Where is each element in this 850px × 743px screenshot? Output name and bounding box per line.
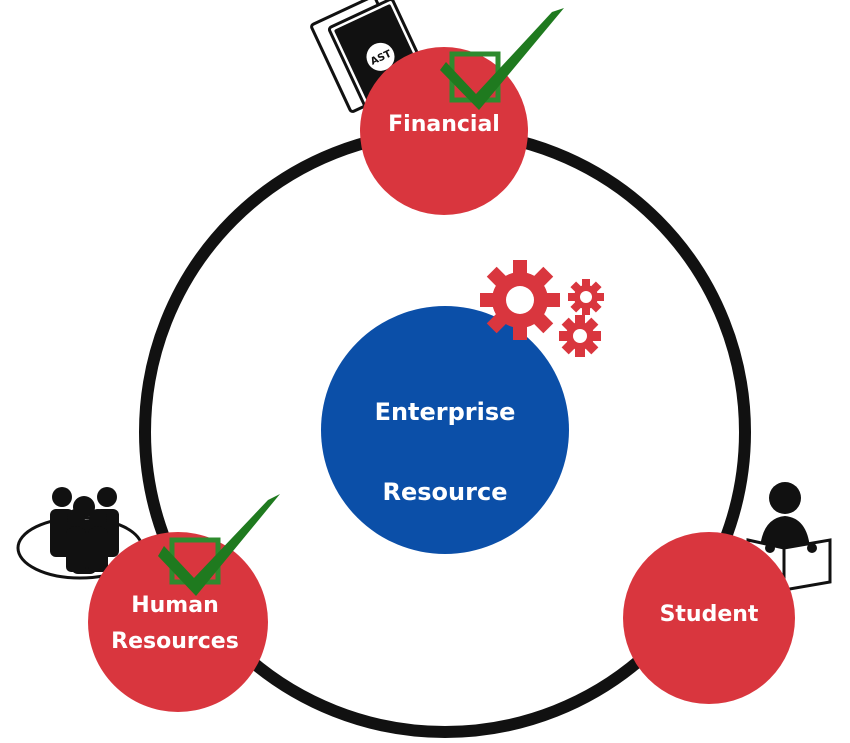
erp-center-node <box>321 306 569 554</box>
hr-check-icon <box>158 494 280 596</box>
erp-label-line-4: (ERP) System <box>353 638 537 666</box>
human-resources-node[interactable] <box>88 532 268 712</box>
student-label: Student <box>659 602 759 627</box>
erp-label-line-1: Enterprise <box>374 398 516 426</box>
human-resources-label: Human Resources <box>111 593 239 654</box>
erp-label-line-2: Resource <box>382 478 508 506</box>
erp-label-line-3: Planning <box>385 558 505 586</box>
gears-icon <box>480 260 604 357</box>
student-node[interactable] <box>623 532 795 704</box>
erp-center-label: Enterprise Resource Planning (ERP) Syste… <box>322 352 568 712</box>
financial-check-icon <box>440 8 564 110</box>
financial-label: Financial <box>388 112 500 137</box>
